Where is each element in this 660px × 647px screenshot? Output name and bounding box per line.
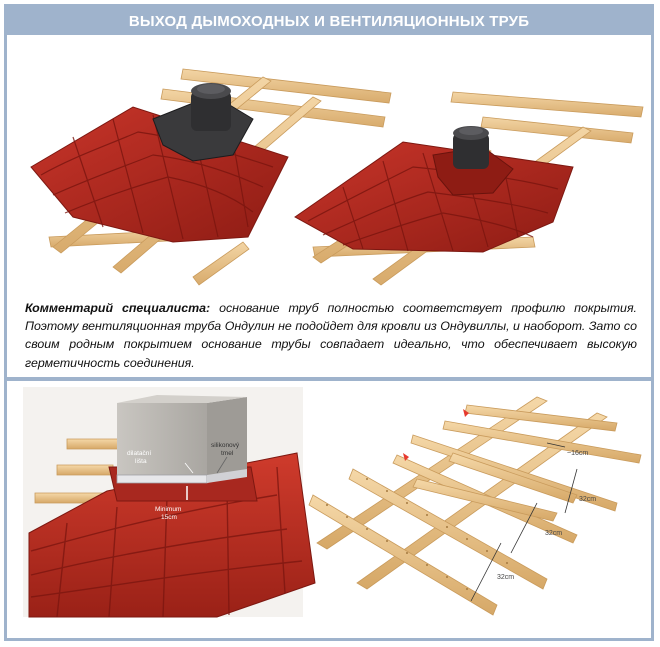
infographic-frame: ВЫХОД ДЫМОХОДНЫХ И ВЕНТИЛЯЦИОННЫХ ТРУБ bbox=[4, 4, 654, 641]
label-spacing-32-c: 32cm bbox=[497, 574, 514, 581]
left-roof-section bbox=[30, 68, 392, 286]
label-minimum-1: Minimum bbox=[155, 506, 181, 513]
label-spacing-32-b: 32cm bbox=[545, 530, 562, 537]
bottom-illustration-svg: dilatační lišta silikonový tmel Minimum … bbox=[23, 387, 642, 618]
vent-pipe-illustrations bbox=[13, 37, 645, 297]
label-dilatation-2: lišta bbox=[135, 458, 147, 465]
chimney-flashing-scene: dilatační lišta silikonový tmel Minimum … bbox=[23, 387, 316, 618]
page-title: ВЫХОД ДЫМОХОДНЫХ И ВЕНТИЛЯЦИОННЫХ ТРУБ bbox=[128, 12, 530, 30]
label-silicone-1: silikonový bbox=[211, 442, 240, 449]
comment-lead: Комментарий специалиста: bbox=[25, 301, 211, 315]
label-minimum-2: 15cm bbox=[161, 514, 177, 521]
label-silicone-2: tmel bbox=[221, 450, 234, 457]
vent-pipe-illustration-svg bbox=[30, 68, 644, 286]
dilatation-strip bbox=[116, 474, 208, 484]
chimney-and-battens-illustrations: dilatační lišta silikonový tmel Minimum … bbox=[17, 383, 643, 635]
vent-pipe-right bbox=[453, 133, 489, 169]
divider bbox=[7, 377, 651, 381]
label-dilatation-1: dilatační bbox=[127, 450, 151, 457]
label-spacing-32-a: 32cm bbox=[579, 496, 596, 503]
title-bar: ВЫХОД ДЫМОХОДНЫХ И ВЕНТИЛЯЦИОННЫХ ТРУБ bbox=[7, 7, 651, 35]
batten-layout-scene: ~16cm 32cm 32cm 32cm bbox=[308, 396, 642, 616]
right-roof-section bbox=[294, 91, 644, 286]
vent-pipe-left bbox=[191, 91, 231, 131]
specialist-comment: Комментарий специалиста: основание труб … bbox=[25, 299, 637, 375]
comment-text: основание труб полностью соответствует п… bbox=[25, 301, 638, 370]
chimney bbox=[117, 403, 207, 483]
label-spacing-16: ~16cm bbox=[567, 450, 588, 457]
